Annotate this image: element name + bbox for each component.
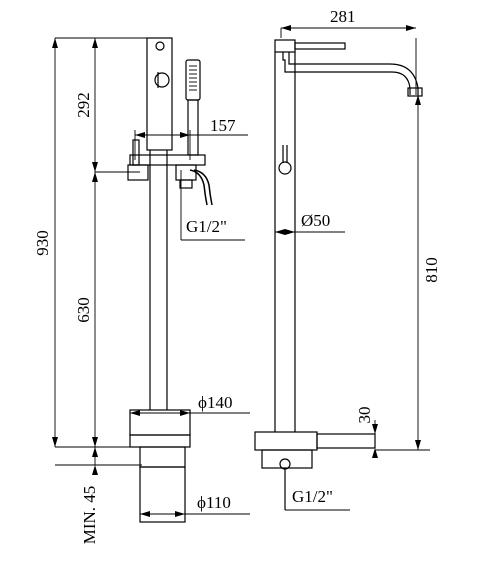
dimension-lines bbox=[52, 25, 430, 517]
label-930: 930 bbox=[33, 230, 52, 256]
label-810: 810 bbox=[422, 257, 441, 283]
mixer-body bbox=[146, 37, 173, 151]
side-base bbox=[254, 431, 318, 451]
diverter-lever bbox=[132, 139, 140, 166]
label-292: 292 bbox=[74, 92, 93, 118]
mixer-screw bbox=[155, 41, 165, 51]
side-knob bbox=[278, 161, 292, 175]
label-phi140: ϕ140 bbox=[198, 393, 232, 412]
handshower-hose bbox=[189, 169, 208, 206]
side-lever bbox=[294, 42, 346, 50]
spout bbox=[282, 52, 411, 95]
front-view bbox=[127, 37, 213, 523]
label-630: 630 bbox=[74, 297, 93, 323]
dimension-labels: 930 292 630 MIN. 45 157 G1/2" 281 Ø50 81… bbox=[33, 7, 441, 544]
sleeve bbox=[139, 446, 186, 468]
label-phi110: ϕ110 bbox=[197, 493, 231, 512]
label-30: 30 bbox=[355, 407, 374, 424]
spout-aerator bbox=[407, 87, 423, 97]
label-d50: Ø50 bbox=[301, 211, 330, 230]
label-281: 281 bbox=[330, 7, 356, 26]
label-157: 157 bbox=[210, 116, 236, 135]
mixer-control-knob bbox=[154, 72, 170, 88]
label-g12-front: G1/2" bbox=[186, 217, 227, 236]
handshower-handle bbox=[187, 99, 199, 156]
side-view bbox=[254, 39, 423, 510]
label-min-45: MIN. 45 bbox=[80, 486, 99, 545]
label-g12-side: G1/2" bbox=[292, 487, 333, 506]
side-top-block bbox=[274, 39, 296, 53]
